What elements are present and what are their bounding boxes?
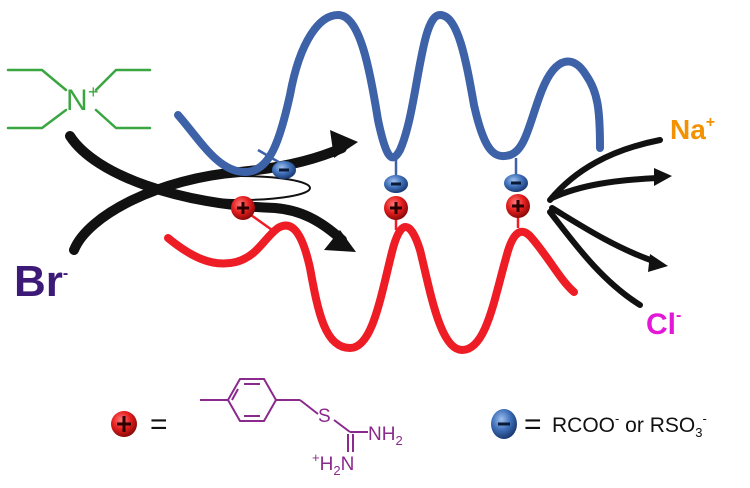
s-c-bond (333, 419, 351, 433)
bromide-label: Br- (14, 257, 68, 306)
curved-arrow-icon (69, 143, 347, 255)
chain-cation-beads (231, 194, 530, 220)
ammonium-arm-upper-right (94, 68, 152, 92)
cationic-polymer-chain (164, 221, 578, 355)
legend-anion-equals: = (524, 408, 542, 441)
arrowhead-icon (648, 254, 668, 272)
isothiouronium-molecule (200, 378, 368, 452)
minus-bead-icon (504, 174, 528, 192)
curved-arrow-icon (65, 131, 347, 245)
legend-anion-definition: RCOO- or RSO3- (552, 411, 707, 440)
tether (257, 148, 283, 166)
arrowhead-icon (654, 168, 672, 186)
plus-bead-icon (506, 194, 530, 218)
benzene-ring (226, 378, 278, 422)
plus-bead-icon (111, 411, 137, 437)
minus-bead-icon (384, 175, 408, 193)
minus-bead-icon (491, 409, 517, 439)
ammonium-arm-lower-left (6, 108, 68, 130)
curved-arrow-icon (549, 175, 661, 201)
ammonium-arm-lower-right (94, 108, 152, 130)
curved-arrow-icon (547, 209, 643, 308)
sulfur-label: S (318, 406, 331, 427)
anionic-polymer-chain (174, 10, 604, 177)
ammonium-cation: N + (6, 68, 152, 130)
curved-arrow-icon (549, 205, 659, 265)
chain-anion-beads (272, 161, 528, 193)
chloride-label: Cl- (646, 307, 681, 341)
arrowhead-icon (330, 130, 358, 158)
ch2-s-bond (299, 399, 319, 415)
exchange-arrows (65, 130, 358, 255)
released-ion-arrows (547, 137, 663, 308)
plus-bead-icon (384, 196, 408, 220)
legend-cation: = S NH2 +H2N (111, 378, 403, 478)
ring-double-bond (231, 388, 239, 401)
h2n-plus-label: +H2N (312, 450, 354, 478)
nh2-label: NH2 (368, 424, 403, 448)
minus-bead-icon (272, 161, 296, 179)
arrowhead-icon (324, 230, 356, 252)
plus-bead-icon (231, 196, 255, 220)
released-ion-arrowheads (648, 168, 672, 272)
ammonium-charge-label: + (88, 82, 99, 102)
ammonium-arm-upper-left (6, 68, 68, 92)
sodium-label: Na+ (670, 114, 715, 145)
legend-anion: = RCOO- or RSO3- (491, 408, 707, 441)
curved-arrow-icon (547, 137, 663, 203)
ammonium-nitrogen-label: N (66, 84, 88, 117)
legend-cation-equals: = (150, 408, 168, 441)
